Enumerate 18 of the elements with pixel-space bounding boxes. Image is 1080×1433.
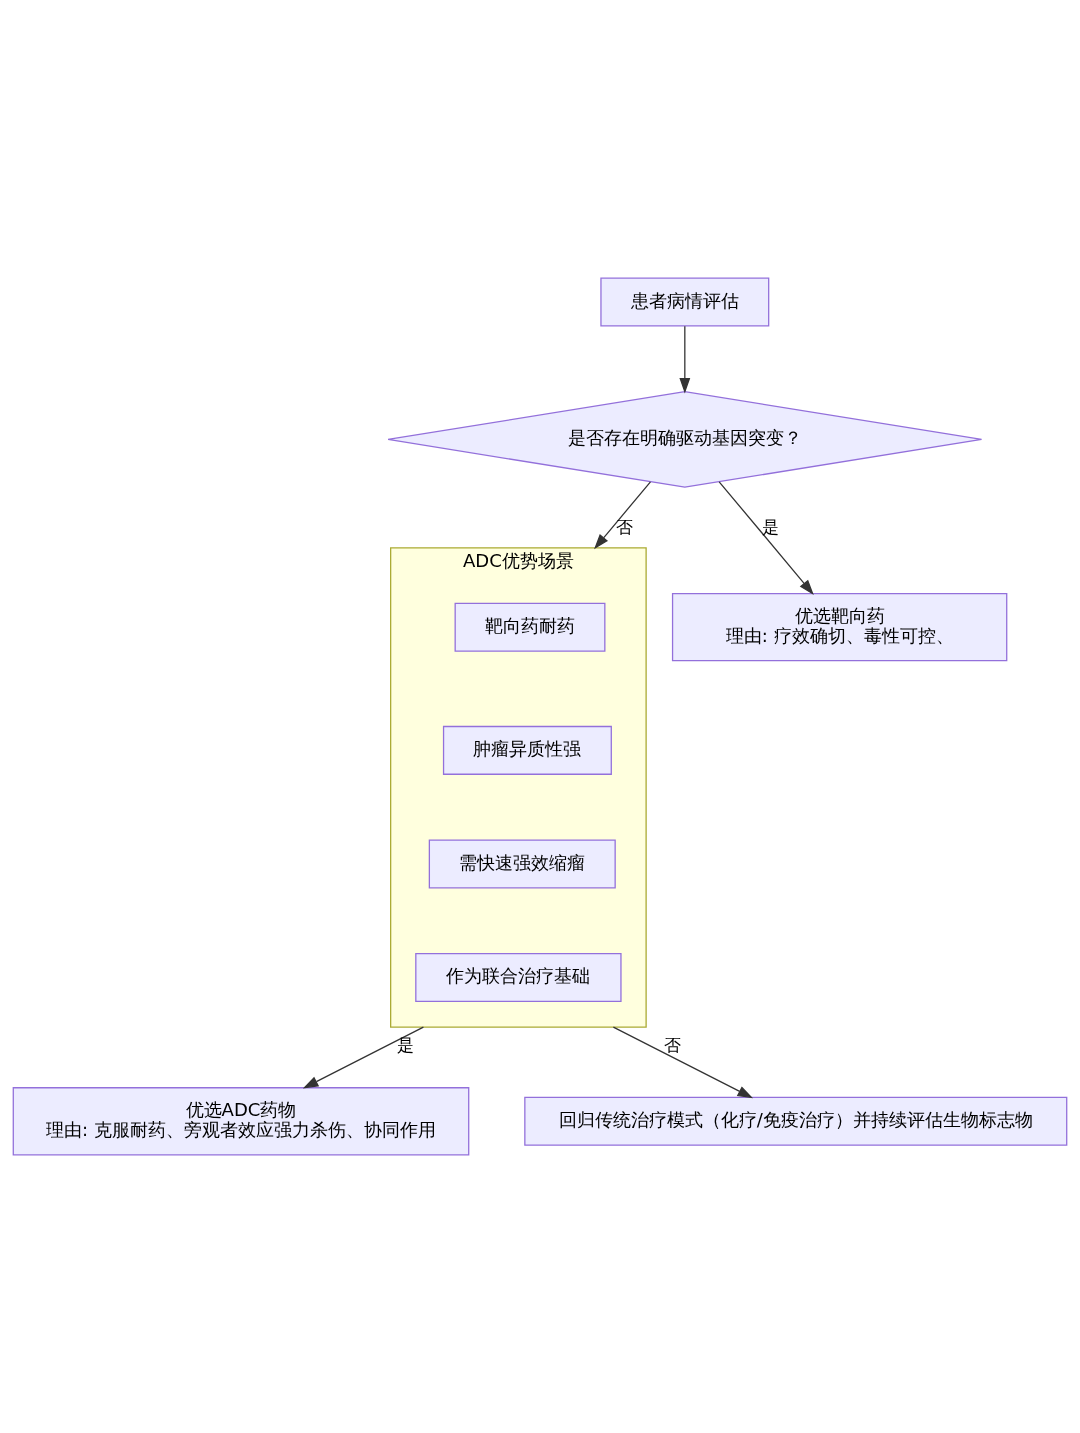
arrow [612,1026,754,1099]
node-box: 优选靶向药 理由: 疗效确切、毒性可控、 [671,592,1008,662]
arrow [679,325,691,394]
node-box: 肿瘤异质性强 [442,725,612,775]
node-box: 作为联合治疗基础 [415,952,622,1002]
node-box: 需快速强效缩瘤 [428,839,616,889]
edge-label: 是 [762,516,780,537]
node-box: 优选ADC药物 理由: 克服耐药、旁观者效应强力杀伤、协同作用 [12,1087,470,1156]
node-box: 靶向药耐药 [454,602,606,652]
arrow [718,481,814,595]
node-box: 回归传统治疗模式（化疗/免疫治疗）并持续评估生物标志物 [524,1096,1068,1146]
arrow [594,481,652,550]
edge-label: 是 [397,1034,414,1055]
node-box: 患者病情评估 [600,277,770,327]
node-diamond: 是否存在明确驱动基因突变？ [387,391,983,488]
edge-label: 否 [616,516,634,537]
edge-label: 否 [664,1034,682,1055]
arrow [302,1026,425,1089]
